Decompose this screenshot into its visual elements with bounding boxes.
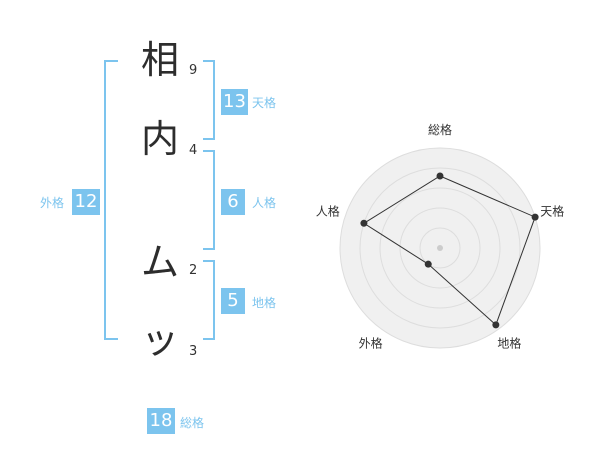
jinkaku-label: 人格 xyxy=(252,196,277,210)
stroke-count-3: 2 xyxy=(189,263,198,278)
soukaku-score: 18 xyxy=(147,408,175,434)
tenkaku-bracket xyxy=(203,60,215,140)
radar-axis-label-4: 外格 xyxy=(359,335,383,350)
radar-axis-label-3: 地格 xyxy=(497,335,521,350)
name-char-2: 内 xyxy=(140,117,179,161)
gaikaku-label: 外格 xyxy=(40,196,65,210)
name-char-3: ム xyxy=(140,240,179,284)
jinkaku-bracket xyxy=(203,150,215,250)
stroke-count-4: 3 xyxy=(189,344,198,359)
stroke-count-1: 9 xyxy=(189,63,198,78)
radar-axis-label-1: 総格 xyxy=(428,122,452,137)
radar-polygon xyxy=(362,175,536,326)
gaikaku-bracket xyxy=(104,60,118,340)
radar-point-2 xyxy=(531,213,539,221)
chikaku-label: 地格 xyxy=(252,296,277,310)
stroke-count-2: 4 xyxy=(189,143,198,158)
chikaku-score: 5 xyxy=(221,288,245,314)
gaikaku-score: 12 xyxy=(72,189,100,215)
radar-point-3 xyxy=(492,321,500,329)
tenkaku-score: 13 xyxy=(221,89,248,115)
radar-point-4 xyxy=(424,260,432,268)
name-char-4: ッ xyxy=(140,318,179,362)
jinkaku-score: 6 xyxy=(221,189,245,215)
radar-center-dot xyxy=(437,245,443,251)
soukaku-label: 総格 xyxy=(180,416,205,430)
chikaku-bracket xyxy=(203,260,215,340)
tenkaku-label: 天格 xyxy=(252,96,277,110)
radar-point-5 xyxy=(360,219,368,227)
name-char-1: 相 xyxy=(140,38,179,82)
radar-point-1 xyxy=(436,172,444,180)
radar-axis-label-2: 天格 xyxy=(540,204,564,219)
radar-points xyxy=(360,172,539,329)
radar-axis-label-5: 人格 xyxy=(316,204,340,219)
